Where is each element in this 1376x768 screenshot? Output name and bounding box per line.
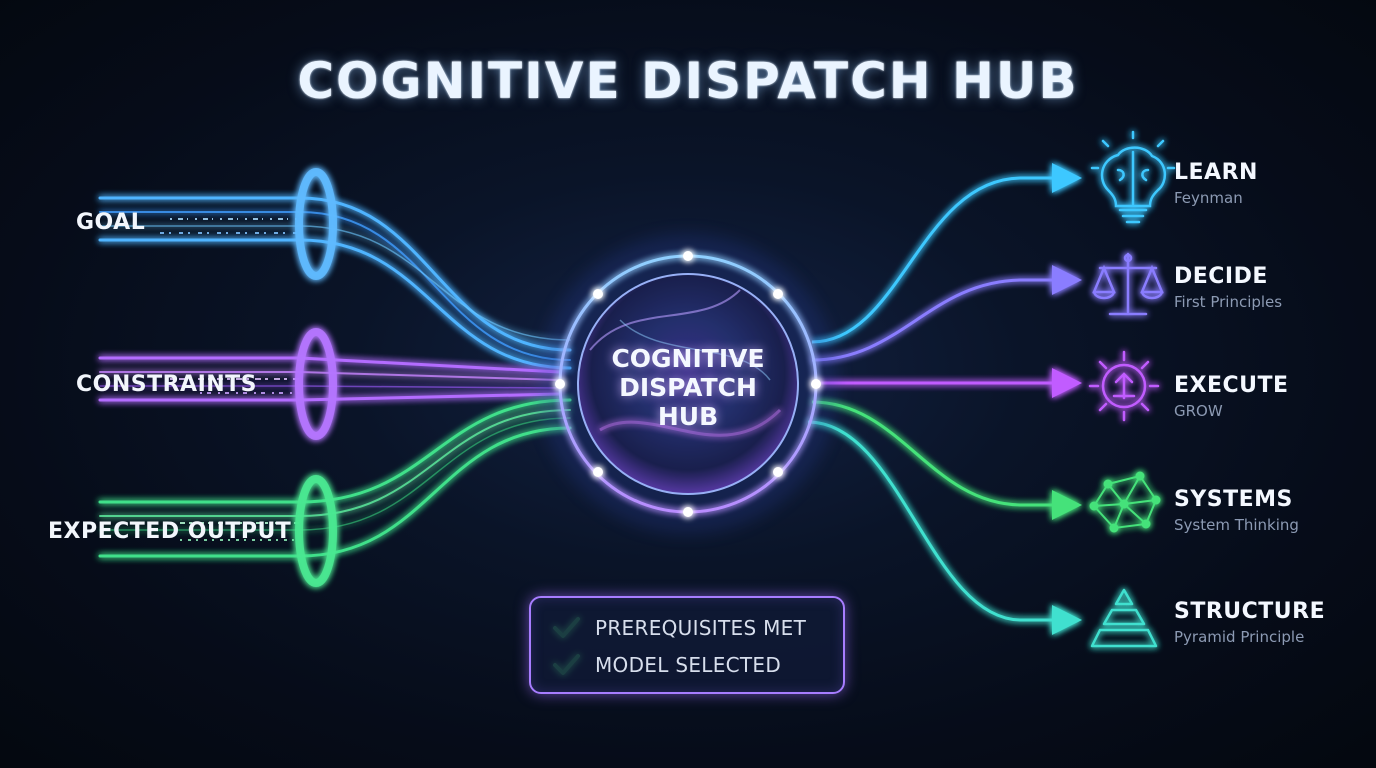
arrow-decide bbox=[811, 265, 1082, 362]
output-learn: LEARN Feynman bbox=[1174, 160, 1258, 210]
output-title: LEARN bbox=[1174, 160, 1258, 185]
status-row: PREREQUISITES MET bbox=[553, 616, 806, 640]
balance-scale-icon bbox=[1092, 252, 1164, 316]
output-subtitle: System Thinking bbox=[1174, 516, 1299, 534]
output-title: EXECUTE bbox=[1174, 373, 1289, 398]
input-ring-expected-output bbox=[295, 475, 337, 587]
output-subtitle: Pyramid Principle bbox=[1174, 628, 1305, 646]
input-label-constraints: CONSTRAINTS bbox=[76, 372, 258, 397]
hub-label-line: HUB bbox=[657, 402, 719, 431]
hub-label-line: DISPATCH bbox=[619, 373, 757, 402]
pyramid-icon bbox=[1090, 588, 1158, 648]
status-panel: PREREQUISITES MET MODEL SELECTED bbox=[529, 596, 845, 694]
status-row: MODEL SELECTED bbox=[553, 653, 781, 677]
output-decide: DECIDE First Principles bbox=[1174, 264, 1282, 314]
output-subtitle: GROW bbox=[1174, 402, 1223, 420]
input-label-expected-output: EXPECTED OUTPUT bbox=[48, 519, 292, 544]
status-text: MODEL SELECTED bbox=[595, 653, 782, 677]
output-systems: SYSTEMS System Thinking bbox=[1174, 487, 1299, 537]
status-text: PREREQUISITES MET bbox=[595, 616, 807, 640]
arrow-structure bbox=[807, 420, 1082, 635]
output-arrows bbox=[807, 163, 1082, 635]
output-title: DECIDE bbox=[1174, 264, 1268, 289]
output-title: SYSTEMS bbox=[1174, 487, 1293, 512]
arrow-systems bbox=[811, 400, 1082, 520]
input-label-goal: GOAL bbox=[76, 210, 146, 235]
input-ring-constraints bbox=[295, 328, 337, 440]
page-title: COGNITIVE DISPATCH HUB bbox=[297, 52, 1079, 110]
hub-label-line: COGNITIVE bbox=[611, 344, 765, 373]
output-subtitle: First Principles bbox=[1174, 293, 1283, 311]
hub-core bbox=[538, 234, 838, 534]
data-dashes bbox=[160, 218, 300, 541]
arrow-learn bbox=[811, 163, 1082, 344]
output-title: STRUCTURE bbox=[1174, 599, 1326, 624]
brain-lightbulb-icon bbox=[1090, 130, 1176, 224]
gear-arrow-icon bbox=[1088, 350, 1160, 422]
output-structure: STRUCTURE Pyramid Principle bbox=[1174, 599, 1325, 649]
output-subtitle: Feynman bbox=[1174, 189, 1243, 207]
network-icon bbox=[1089, 471, 1161, 533]
input-ring-goal bbox=[295, 168, 337, 280]
output-execute: EXECUTE GROW bbox=[1174, 373, 1289, 423]
hub-label: COGNITIVE DISPATCH HUB bbox=[588, 344, 788, 431]
